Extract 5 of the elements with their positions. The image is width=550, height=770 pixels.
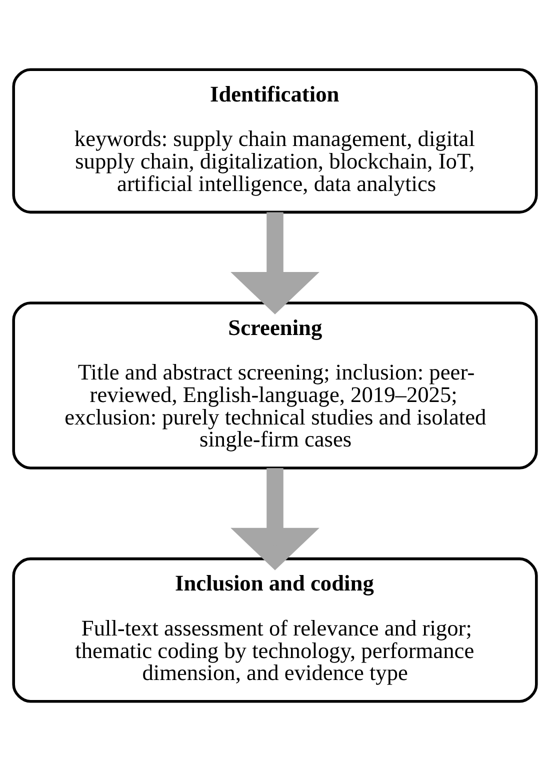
arrow	[230, 468, 320, 570]
node-box: Inclusion and coding Full-text assessment of relevance and rigor; thematic coding by technology, performance dimension, and evidence type	[12, 556, 538, 702]
arrow	[230, 212, 320, 314]
node-box: Identification keywords: supply chain management, digital supply chain, digitalization, blockchain, IoT, artificial intelligence, data analytics	[12, 68, 538, 214]
node-box: Screening Title and abstract screening; inclusion: peer-reviewed, English-language, 2019–2025; exclusion: purely technical studies and isolated single-firm cases	[12, 301, 538, 469]
